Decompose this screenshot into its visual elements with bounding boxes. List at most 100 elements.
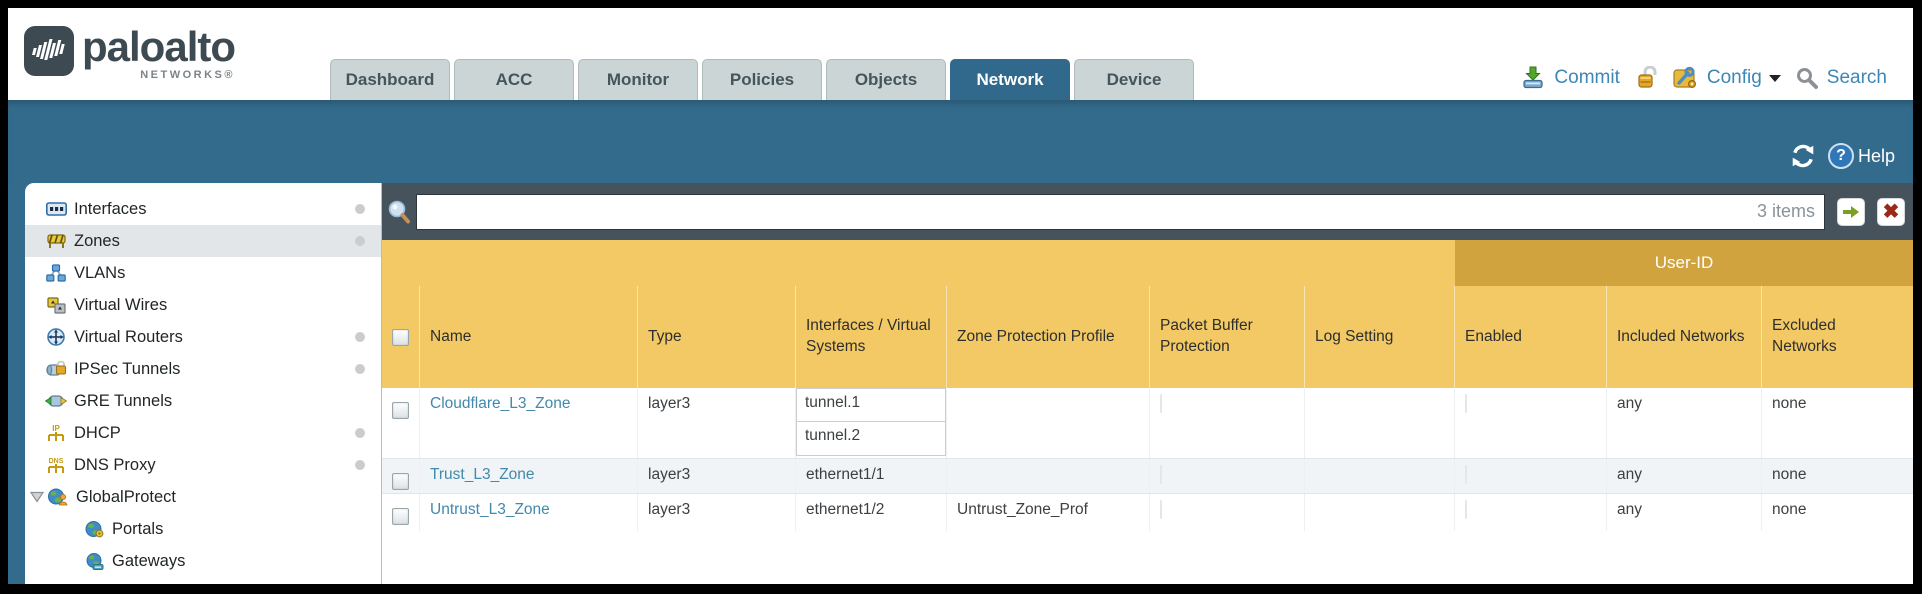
- row-checkbox[interactable]: [392, 508, 409, 525]
- status-dot: [355, 204, 365, 214]
- zone-interfaces-cell: ethernet1/1: [796, 459, 947, 493]
- tab-device[interactable]: Device: [1074, 59, 1194, 100]
- tab-acc[interactable]: ACC: [454, 59, 574, 100]
- dhcp-icon: IP: [45, 423, 67, 443]
- col-header-excluded-networks[interactable]: Excluded Networks: [1772, 317, 1837, 355]
- config-icon[interactable]: [1673, 66, 1698, 90]
- paloalto-logo: paloalto NETWORKS®: [24, 23, 236, 81]
- select-all-checkbox[interactable]: [392, 328, 409, 346]
- zone-filter-inputwrap: 3 items: [416, 193, 1825, 230]
- col-header-included-networks[interactable]: Included Networks: [1607, 286, 1762, 388]
- zone-type-cell: layer3: [638, 388, 796, 458]
- network-sidebar: Interfaces Zones VLANs Virtua: [25, 183, 382, 584]
- col-header-enabled[interactable]: Enabled: [1455, 286, 1607, 388]
- table-row: Cloudflare_L3_Zone layer3 tunnel.1 tunne…: [382, 388, 1913, 458]
- tab-policies[interactable]: Policies: [702, 59, 822, 100]
- search-button[interactable]: Search: [1826, 67, 1887, 88]
- excluded-networks-cell: none: [1772, 501, 1807, 518]
- packet-buffer-protection-checkbox[interactable]: [1160, 394, 1162, 413]
- sidebar-item-dns-proxy[interactable]: DNS DNS Proxy: [25, 449, 381, 481]
- main-area: Interfaces Zones VLANs Virtua: [8, 183, 1913, 584]
- zones-table-header: User-ID Name Type Interfaces / Virtual S…: [382, 240, 1913, 388]
- search-icon[interactable]: [1796, 67, 1818, 89]
- gateways-icon: [83, 551, 105, 571]
- sidebar-item-portals[interactable]: Portals: [25, 513, 381, 545]
- status-dot: [355, 236, 365, 246]
- sidebar-item-gre-tunnels[interactable]: GRE Tunnels: [25, 385, 381, 417]
- sidebar-item-vlans[interactable]: VLANs: [25, 257, 381, 289]
- col-header-packet-buffer-protection[interactable]: Packet Buffer Protection: [1150, 286, 1305, 388]
- col-header-log-setting[interactable]: Log Setting: [1305, 286, 1455, 388]
- zones-content: 3 items ✖ User-ID: [382, 183, 1913, 584]
- excluded-networks-cell: none: [1772, 466, 1807, 483]
- col-header-interfaces[interactable]: Interfaces / Virtual Systems: [796, 286, 947, 388]
- zone-protection-profile-cell: [947, 459, 1150, 493]
- help-icon: ?: [1827, 143, 1854, 169]
- config-caret-icon[interactable]: [1768, 74, 1781, 82]
- packet-buffer-protection-checkbox[interactable]: [1160, 500, 1162, 519]
- sidebar-item-virtual-routers[interactable]: Virtual Routers: [25, 321, 381, 353]
- ipsec-tunnels-icon: [45, 359, 67, 379]
- col-header-zone-protection-profile[interactable]: Zone Protection Profile: [947, 286, 1150, 388]
- left-margin-strip: [8, 183, 25, 584]
- paloalto-logo-icon: [24, 26, 74, 76]
- help-control[interactable]: ? Help: [1827, 143, 1895, 169]
- zone-name-link[interactable]: Untrust_L3_Zone: [430, 501, 550, 518]
- app-window: paloalto NETWORKS® Dashboard ACC Monitor…: [8, 8, 1913, 584]
- vlans-icon: [45, 263, 67, 283]
- brand-name: paloalto: [82, 23, 236, 70]
- virtual-wires-icon: [45, 295, 67, 315]
- sidebar-item-label: Interfaces: [74, 199, 147, 218]
- tab-dashboard[interactable]: Dashboard: [330, 59, 450, 100]
- sidebar-item-gateways[interactable]: Gateways: [25, 545, 381, 577]
- refresh-icon[interactable]: [1790, 143, 1816, 169]
- sidebar-item-label: Gateways: [112, 551, 186, 570]
- commit-button[interactable]: Commit: [1554, 67, 1620, 88]
- clear-filter-button[interactable]: ✖: [1877, 197, 1905, 226]
- tab-monitor[interactable]: Monitor: [578, 59, 698, 100]
- collapse-triangle-icon[interactable]: [29, 491, 45, 503]
- log-setting-cell: [1305, 459, 1455, 493]
- sidebar-item-label: GlobalProtect: [76, 487, 176, 506]
- included-networks-cell: any: [1607, 388, 1762, 458]
- sidebar-item-ipsec-tunnels[interactable]: IPSec Tunnels: [25, 353, 381, 385]
- user-id-enabled-checkbox[interactable]: [1465, 465, 1467, 484]
- user-id-enabled-checkbox[interactable]: [1465, 500, 1467, 519]
- sidebar-item-dhcp[interactable]: IP DHCP: [25, 417, 381, 449]
- sidebar-item-label: DNS Proxy: [74, 455, 156, 474]
- lock-icon[interactable]: [1637, 66, 1658, 90]
- sidebar-item-label: VLANs: [74, 263, 126, 282]
- main-nav-tabs: Dashboard ACC Monitor Policies Objects N…: [330, 59, 1194, 100]
- header-utilities: Commit Config Search: [1521, 66, 1887, 90]
- packet-buffer-protection-checkbox[interactable]: [1160, 465, 1162, 484]
- user-id-enabled-checkbox[interactable]: [1465, 394, 1467, 413]
- row-checkbox[interactable]: [392, 473, 409, 490]
- zone-type-cell: layer3: [638, 459, 796, 493]
- row-checkbox[interactable]: [392, 402, 409, 419]
- sidebar-item-globalprotect[interactable]: GlobalProtect: [25, 481, 381, 513]
- col-header-name[interactable]: Name: [420, 286, 638, 388]
- zone-protection-profile-cell: Untrust_Zone_Prof: [947, 494, 1150, 531]
- zone-interfaces-cell: ethernet1/2: [796, 494, 947, 531]
- top-header: paloalto NETWORKS® Dashboard ACC Monitor…: [8, 8, 1913, 100]
- dns-proxy-icon: DNS: [45, 455, 67, 475]
- sidebar-item-virtual-wires[interactable]: Virtual Wires: [25, 289, 381, 321]
- sidebar-item-zones[interactable]: Zones: [25, 225, 381, 257]
- apply-filter-button[interactable]: [1837, 197, 1865, 226]
- col-header-type[interactable]: Type: [638, 286, 796, 388]
- config-button[interactable]: Config: [1706, 67, 1762, 88]
- interface-item[interactable]: tunnel.2: [796, 422, 946, 456]
- zones-table-body: Cloudflare_L3_Zone layer3 tunnel.1 tunne…: [382, 388, 1913, 584]
- tab-objects[interactable]: Objects: [826, 59, 946, 100]
- zone-name-link[interactable]: Trust_L3_Zone: [430, 466, 535, 483]
- interface-item[interactable]: tunnel.1: [796, 388, 946, 422]
- zone-filter-input[interactable]: [416, 193, 1825, 230]
- commit-icon[interactable]: [1521, 66, 1545, 90]
- zone-name-link[interactable]: Cloudflare_L3_Zone: [430, 395, 571, 412]
- tab-network[interactable]: Network: [950, 59, 1070, 100]
- portals-icon: [83, 519, 105, 539]
- table-row: Trust_L3_Zone layer3 ethernet1/1 any non…: [382, 458, 1913, 494]
- sidebar-item-interfaces[interactable]: Interfaces: [25, 193, 381, 225]
- included-networks-cell: any: [1607, 494, 1762, 531]
- svg-text:DNS: DNS: [49, 458, 64, 465]
